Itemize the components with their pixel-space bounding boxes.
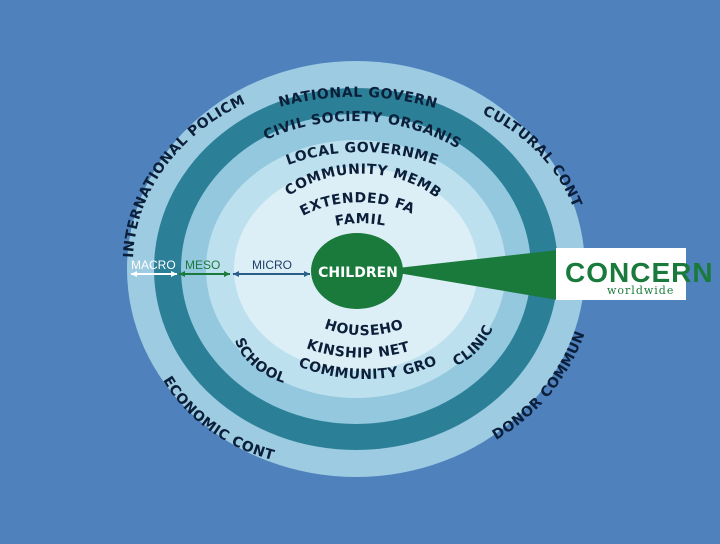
- scale-meso: MESO: [179, 258, 230, 277]
- concern-logo: CONCERN worldwide: [556, 248, 714, 300]
- label-national-government: NATIONAL GOVERNMENT: [0, 0, 439, 112]
- svg-text:CONCERN: CONCERN: [565, 257, 714, 288]
- scale-macro: MACRO: [131, 258, 177, 277]
- center-circle: [311, 233, 403, 309]
- scale-micro: MICRO: [233, 258, 310, 277]
- focus-wedge: [380, 250, 558, 300]
- svg-text:MICRO: MICRO: [252, 258, 292, 272]
- svg-text:MACRO: MACRO: [131, 258, 176, 272]
- center-label: CHILDREN: [318, 265, 398, 281]
- svg-text:worldwide: worldwide: [607, 284, 674, 297]
- svg-text:MESO: MESO: [185, 258, 220, 272]
